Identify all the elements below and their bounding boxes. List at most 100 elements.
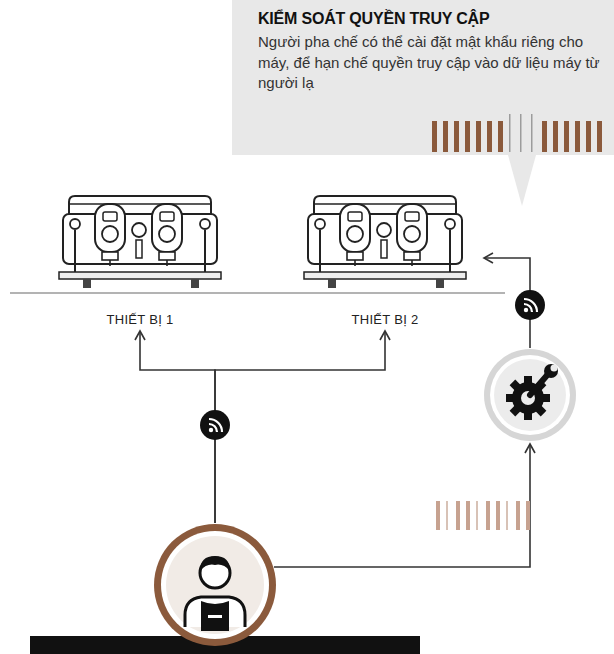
wifi-arc bbox=[209, 419, 222, 432]
machine-node: THIẾT BỊ 1 bbox=[45, 190, 235, 327]
connector bbox=[274, 444, 530, 567]
top-rail bbox=[69, 203, 211, 205]
steam-knob bbox=[70, 219, 80, 229]
spout bbox=[109, 260, 111, 266]
settings-icon bbox=[483, 348, 577, 442]
gauge bbox=[132, 223, 146, 237]
connector bbox=[215, 331, 385, 523]
drip-tray bbox=[304, 272, 466, 279]
wifi-dot bbox=[209, 428, 213, 432]
group-head bbox=[95, 204, 125, 252]
stripe-bar bbox=[498, 121, 503, 152]
stripe-bar bbox=[487, 121, 492, 152]
group-head bbox=[340, 204, 370, 252]
spout bbox=[354, 260, 356, 266]
stripe-bars bbox=[436, 501, 530, 530]
stripe-bar bbox=[454, 121, 459, 152]
stripe-bar bbox=[542, 121, 547, 152]
spout bbox=[166, 260, 168, 266]
stripe-bar bbox=[496, 501, 500, 530]
wrench-head bbox=[544, 364, 558, 378]
steam-wand bbox=[74, 230, 76, 272]
hair bbox=[200, 556, 230, 571]
stripe-bar bbox=[446, 501, 448, 530]
settings-node bbox=[483, 348, 577, 442]
stripe-bar bbox=[597, 121, 602, 152]
wrench-shaft bbox=[530, 373, 549, 395]
machine-body bbox=[308, 214, 462, 264]
apron-pocket bbox=[208, 615, 222, 618]
stripe-bar bbox=[575, 121, 580, 152]
display bbox=[348, 212, 362, 221]
steam-wand bbox=[319, 230, 321, 272]
stripe-bar bbox=[432, 121, 437, 152]
dial bbox=[347, 226, 363, 242]
stripe-bar bbox=[486, 501, 490, 530]
stripe-bar bbox=[526, 501, 530, 530]
stripe-bar bbox=[476, 501, 478, 530]
machine-foot bbox=[191, 279, 199, 288]
stripe-bar bbox=[509, 114, 511, 152]
barista-node bbox=[153, 523, 277, 647]
callout-pointer bbox=[508, 155, 536, 206]
stripe-bar bbox=[466, 501, 470, 530]
gauge bbox=[377, 223, 391, 237]
machine-body bbox=[63, 214, 217, 264]
callout-body: Người pha chế có thể cài đặt mật khẩu ri… bbox=[258, 32, 600, 94]
outer-ring bbox=[154, 524, 276, 646]
stripe-bar bbox=[520, 114, 522, 152]
stripe-bar bbox=[456, 501, 460, 530]
group-head bbox=[397, 204, 427, 252]
machine-node: THIẾT BỊ 2 bbox=[290, 190, 480, 327]
callout-box: KIỂM SOÁT QUYỀN TRUY CẬP Người pha chế có… bbox=[232, 0, 614, 155]
wifi-icon bbox=[515, 290, 545, 320]
top-rail bbox=[314, 203, 456, 205]
barista-icon bbox=[153, 523, 277, 647]
dial bbox=[102, 226, 118, 242]
steam-knob bbox=[445, 219, 455, 229]
wifi-badge bbox=[200, 410, 230, 440]
portafilter bbox=[347, 252, 363, 260]
machine-foot bbox=[328, 279, 336, 288]
portafilter bbox=[159, 252, 175, 260]
wifi-badge bbox=[515, 290, 545, 320]
wrench-jaw bbox=[551, 365, 558, 372]
display bbox=[405, 212, 419, 221]
wifi-arc bbox=[524, 299, 537, 312]
callout-title: KIỂM SOÁT QUYỀN TRUY CẬP bbox=[258, 10, 600, 28]
stripe-bar bbox=[516, 501, 520, 530]
inner-disc bbox=[494, 359, 566, 431]
stripe-bar bbox=[476, 121, 481, 152]
stripe-bar bbox=[553, 121, 558, 152]
person-figure bbox=[185, 556, 245, 631]
display bbox=[103, 212, 117, 221]
steam-knob bbox=[200, 219, 210, 229]
steam-knob bbox=[315, 219, 325, 229]
espresso-machine bbox=[55, 190, 225, 298]
floor-line bbox=[10, 292, 505, 294]
stripe-bar bbox=[465, 121, 470, 152]
outer-ring bbox=[484, 349, 576, 441]
machine-foot bbox=[436, 279, 444, 288]
spout bbox=[411, 260, 413, 266]
dial bbox=[404, 226, 420, 242]
white-ring bbox=[161, 531, 269, 639]
group-head bbox=[152, 204, 182, 252]
portafilter bbox=[102, 252, 118, 260]
device-label: THIẾT BỊ 2 bbox=[290, 312, 480, 327]
wifi-dot bbox=[524, 308, 528, 312]
display bbox=[160, 212, 174, 221]
device-label: THIẾT BỊ 1 bbox=[45, 312, 235, 327]
inner-disc bbox=[166, 536, 264, 634]
stripe-bar bbox=[443, 121, 448, 152]
hot-water-tap bbox=[381, 240, 387, 258]
steam-wand bbox=[204, 230, 206, 272]
white-ring bbox=[490, 355, 570, 435]
apron bbox=[201, 601, 229, 631]
dial bbox=[159, 226, 175, 242]
steam-wand bbox=[449, 230, 451, 272]
drip-tray bbox=[59, 272, 221, 279]
stripe-bar bbox=[436, 501, 440, 530]
wifi-arc bbox=[209, 424, 217, 432]
